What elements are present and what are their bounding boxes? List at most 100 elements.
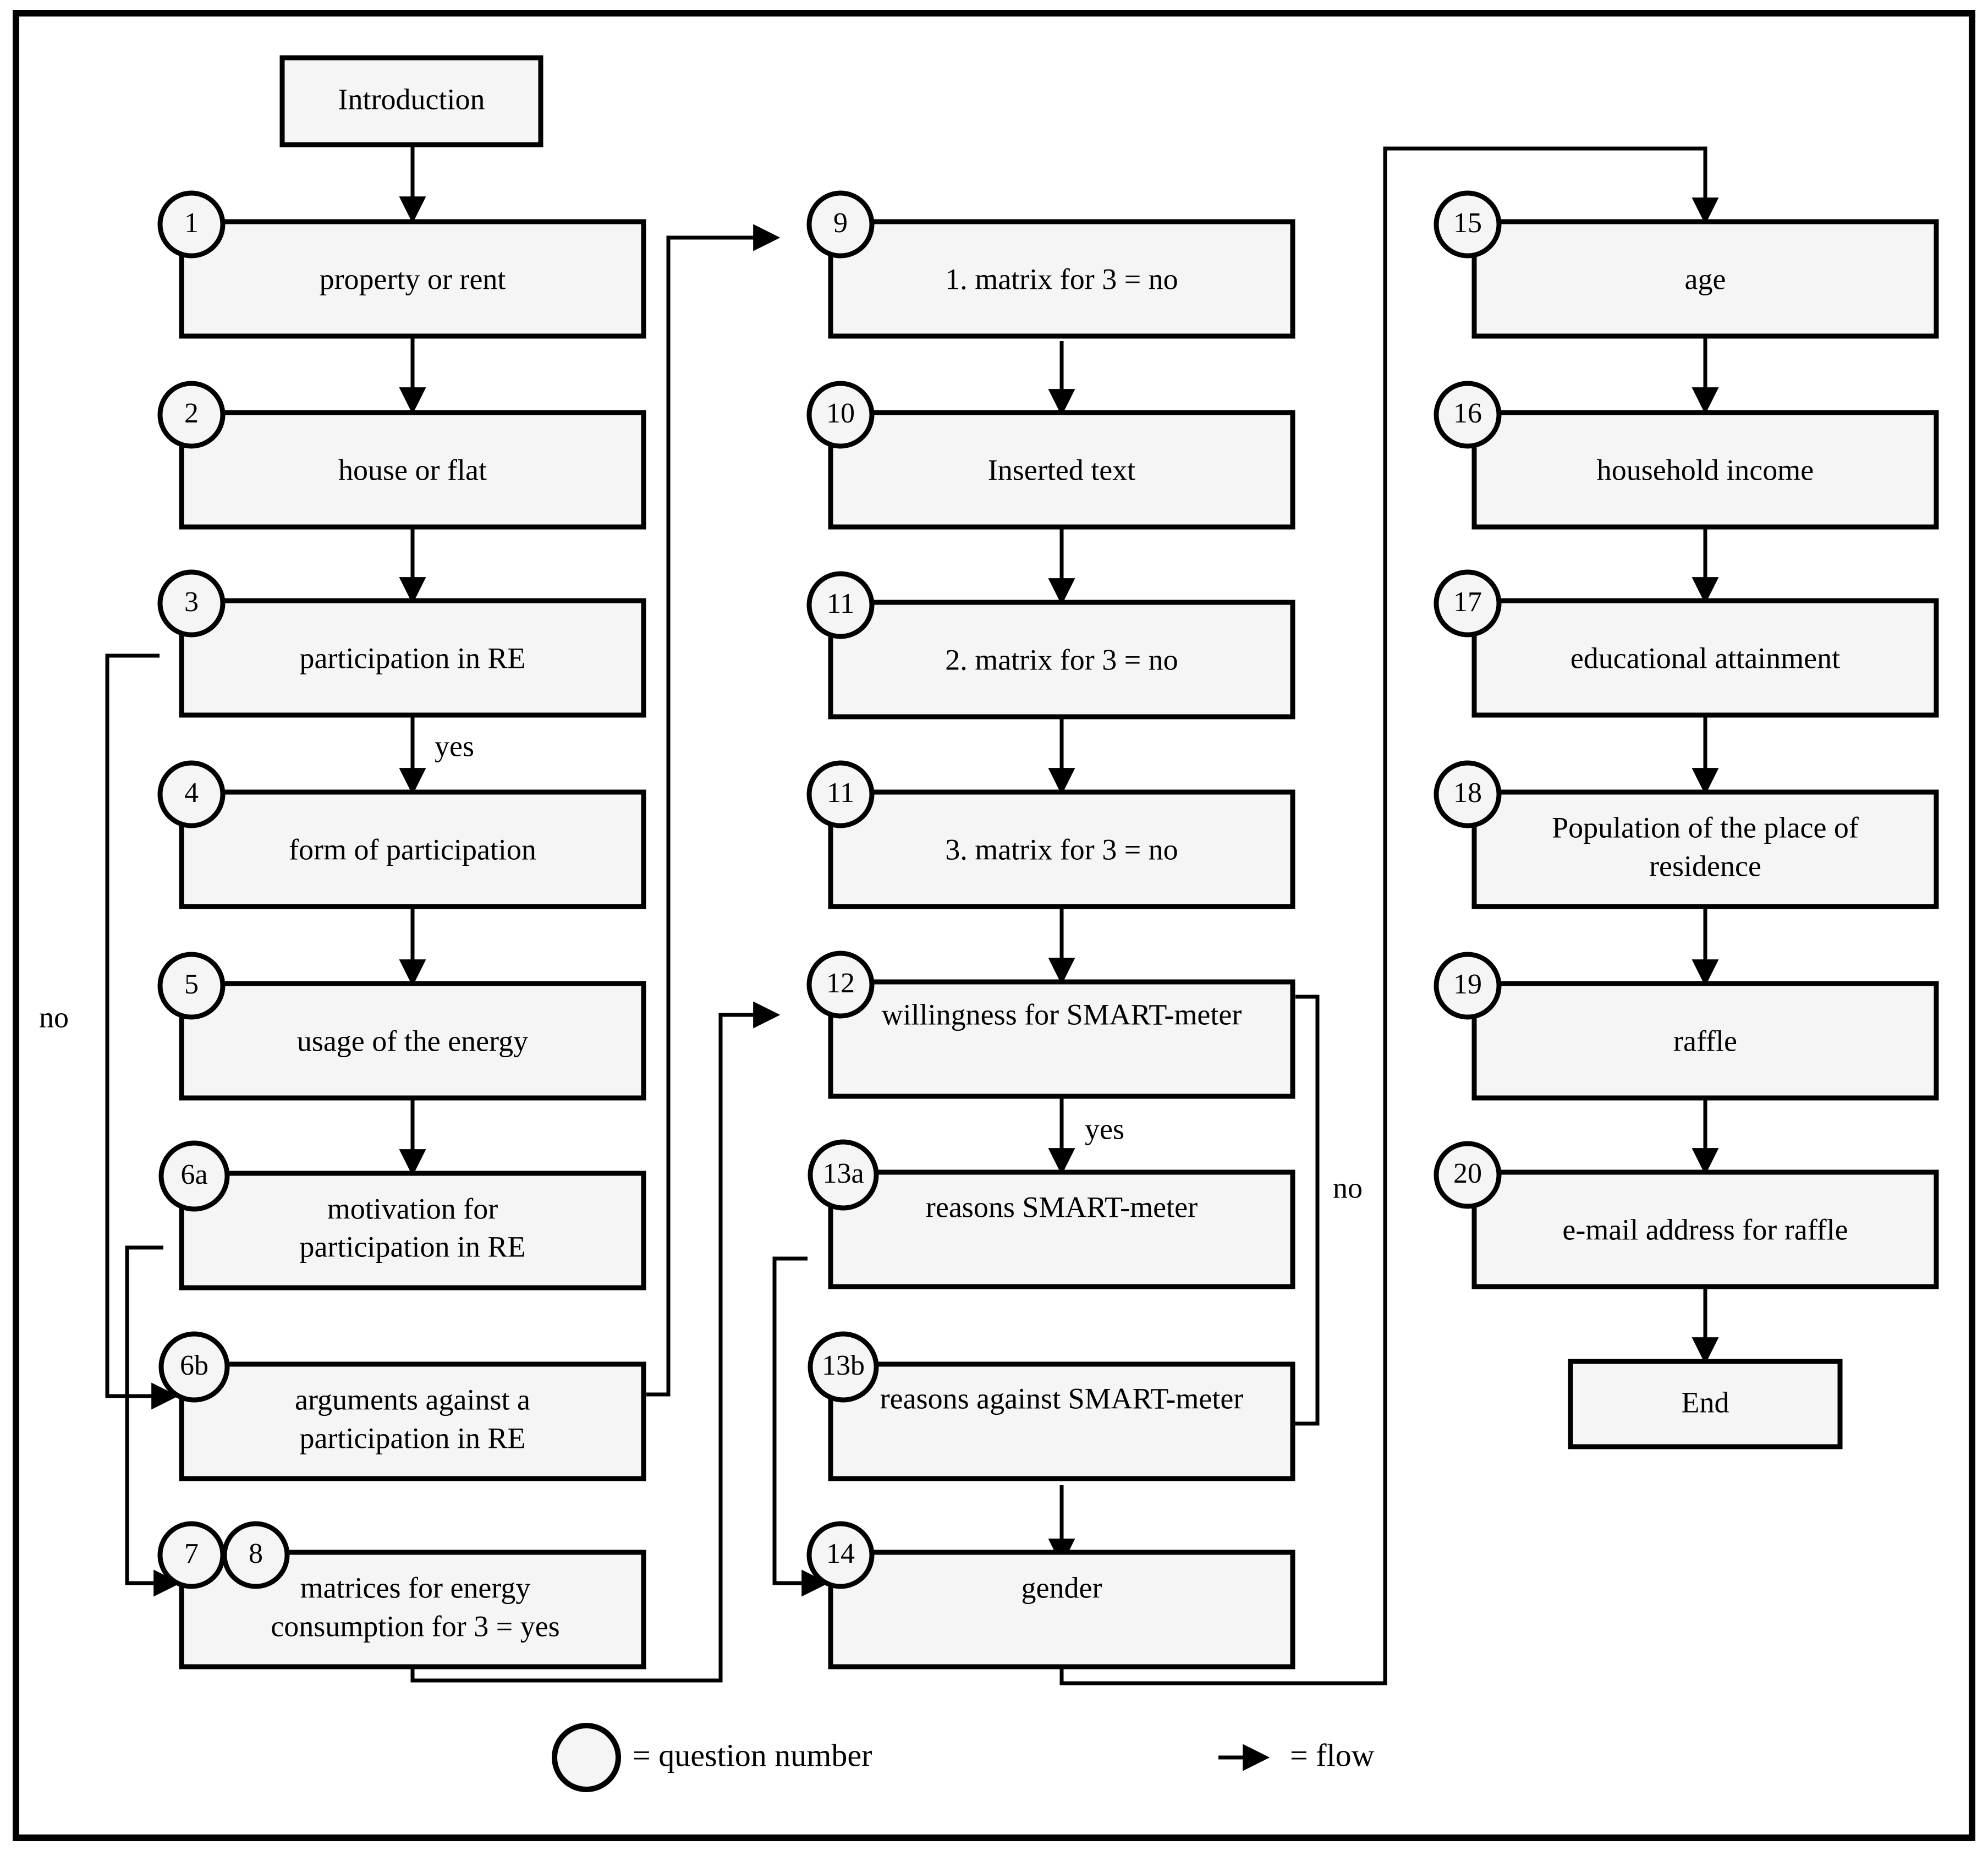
question-number-9-label: 9 xyxy=(833,207,848,239)
question-number-16-label: 16 xyxy=(1453,398,1482,429)
question-number-19-label: 19 xyxy=(1453,969,1482,1000)
legend-arrow-meaning: = flow xyxy=(1290,1737,1375,1773)
question-number-11b: 11 xyxy=(806,760,875,828)
question-number-5-label: 5 xyxy=(184,969,199,1000)
question-number-13b-label: 13b xyxy=(822,1350,865,1381)
node-6b-label-line1: arguments against a xyxy=(295,1383,530,1416)
edge-label-no-12-to-13b: no xyxy=(1333,1171,1363,1204)
question-number-12-label: 12 xyxy=(826,968,855,999)
edge-label-yes-12-to-13a: yes xyxy=(1085,1112,1124,1145)
edge-label-yes-3-to-4: yes xyxy=(435,729,474,762)
legend-question-number-item: = question number xyxy=(552,1723,872,1792)
node-6b-arguments-against-participation[interactable]: arguments against a participation in RE xyxy=(179,1361,646,1481)
node-9-label: 1. matrix for 3 = no xyxy=(945,262,1178,295)
node-10-label: Inserted text xyxy=(988,453,1135,486)
node-2-label: house or flat xyxy=(338,453,487,486)
question-number-10-label: 10 xyxy=(826,398,855,429)
question-number-13a: 13a xyxy=(808,1139,879,1211)
question-number-8: 8 xyxy=(222,1521,290,1589)
node-9-first-matrix[interactable]: 1. matrix for 3 = no xyxy=(828,219,1295,339)
node-11b-third-matrix[interactable]: 3. matrix for 3 = no xyxy=(828,789,1295,909)
edge-6a-to-78 xyxy=(125,1245,181,1597)
node-12-willingness-smart-meter[interactable]: willingness for SMART-meter xyxy=(828,979,1295,1099)
node-5-usage-of-the-energy[interactable]: usage of the energy xyxy=(179,981,646,1101)
node-15-label: age xyxy=(1685,262,1726,295)
node-18-label-line1: Population of the place of xyxy=(1552,811,1859,844)
question-number-8-label: 8 xyxy=(249,1538,263,1569)
node-4-label: form of participation xyxy=(289,833,536,866)
question-number-15-label: 15 xyxy=(1453,207,1482,239)
question-number-20-label: 20 xyxy=(1453,1158,1482,1189)
node-13b-reasons-against-smart-meter[interactable]: reasons against SMART-meter xyxy=(828,1361,1295,1481)
node-3-participation-in-re[interactable]: participation in RE xyxy=(179,598,646,718)
question-number-18-label: 18 xyxy=(1453,777,1482,809)
question-number-5: 5 xyxy=(157,952,226,1020)
question-number-3: 3 xyxy=(157,569,226,638)
question-number-6a: 6a xyxy=(158,1140,230,1212)
question-number-9: 9 xyxy=(806,190,875,259)
node-17-educational-attainment[interactable]: educational attainment xyxy=(1471,598,1939,718)
node-14-label: gender xyxy=(1022,1571,1102,1604)
node-6a-motivation-for-participation[interactable]: motivation for participation in RE xyxy=(179,1171,646,1290)
node-5-label: usage of the energy xyxy=(297,1024,528,1057)
node-6a-label-line2: participation in RE xyxy=(300,1230,526,1263)
node-16-household-income[interactable]: household income xyxy=(1471,410,1939,530)
question-number-12: 12 xyxy=(806,951,875,1019)
node-14-gender[interactable]: gender xyxy=(828,1550,1295,1669)
node-2-house-or-flat[interactable]: house or flat xyxy=(179,410,646,530)
question-number-18: 18 xyxy=(1434,760,1502,828)
question-number-6b: 6b xyxy=(158,1331,230,1403)
node-18-label-line2: residence xyxy=(1649,849,1761,882)
node-17-label: educational attainment xyxy=(1570,641,1840,674)
question-number-3-label: 3 xyxy=(184,586,199,618)
question-number-11a-label: 11 xyxy=(827,588,854,619)
question-number-13b: 13b xyxy=(808,1331,879,1403)
node-end[interactable]: End xyxy=(1568,1359,1843,1449)
node-13a-reasons-smart-meter[interactable]: reasons SMART-meter xyxy=(828,1169,1295,1289)
question-number-6a-label: 6a xyxy=(180,1159,207,1190)
question-number-14-label: 14 xyxy=(826,1538,855,1569)
question-number-2: 2 xyxy=(157,381,226,449)
question-number-7-label: 7 xyxy=(184,1538,199,1569)
connectors xyxy=(105,145,1719,1685)
question-number-6b-label: 6b xyxy=(180,1350,208,1381)
node-78-label-line2: consumption for 3 = yes xyxy=(271,1610,559,1643)
outer-frame xyxy=(13,10,1975,1841)
question-number-1-label: 1 xyxy=(184,207,199,239)
node-10-inserted-text[interactable]: Inserted text xyxy=(828,410,1295,530)
node-19-label: raffle xyxy=(1673,1024,1737,1057)
node-end-label: End xyxy=(1682,1386,1729,1419)
question-number-2-label: 2 xyxy=(184,398,199,429)
question-number-17-label: 17 xyxy=(1453,586,1482,618)
node-4-form-of-participation[interactable]: form of participation xyxy=(179,789,646,909)
legend-flow-item: = flow xyxy=(1218,1737,1375,1773)
edge-13a-to-14 xyxy=(772,1256,829,1597)
question-number-4: 4 xyxy=(157,760,226,828)
edge-3-to-6b-no xyxy=(105,653,179,1410)
node-introduction[interactable]: Introduction xyxy=(279,55,543,147)
node-78-label-line1: matrices for energy xyxy=(300,1571,531,1604)
question-number-7: 7 xyxy=(157,1521,226,1589)
node-1-property-or-rent[interactable]: property or rent xyxy=(179,219,646,339)
legend: = question number = flow xyxy=(552,1723,1375,1792)
question-number-15: 15 xyxy=(1434,190,1502,259)
node-15-age[interactable]: age xyxy=(1471,219,1939,339)
node-3-label: participation in RE xyxy=(300,641,526,674)
question-number-1: 1 xyxy=(157,190,226,259)
question-number-13a-label: 13a xyxy=(822,1158,864,1189)
node-11a-second-matrix[interactable]: 2. matrix for 3 = no xyxy=(828,600,1295,719)
question-number-19: 19 xyxy=(1434,952,1502,1020)
node-11b-label: 3. matrix for 3 = no xyxy=(945,833,1178,866)
node-20-label: e-mail address for raffle xyxy=(1562,1213,1848,1246)
node-19-raffle[interactable]: raffle xyxy=(1471,981,1939,1101)
question-number-4-label: 4 xyxy=(184,777,199,809)
question-number-11b-label: 11 xyxy=(827,777,854,809)
node-18-population-place-of-residence[interactable]: Population of the place of residence xyxy=(1471,789,1939,909)
legend-circle-icon xyxy=(552,1723,621,1792)
question-number-11a: 11 xyxy=(806,571,875,639)
node-20-email-address-for-raffle[interactable]: e-mail address for raffle xyxy=(1471,1169,1939,1289)
edge-label-no-left: no xyxy=(39,1001,69,1034)
question-number-16: 16 xyxy=(1434,381,1502,449)
